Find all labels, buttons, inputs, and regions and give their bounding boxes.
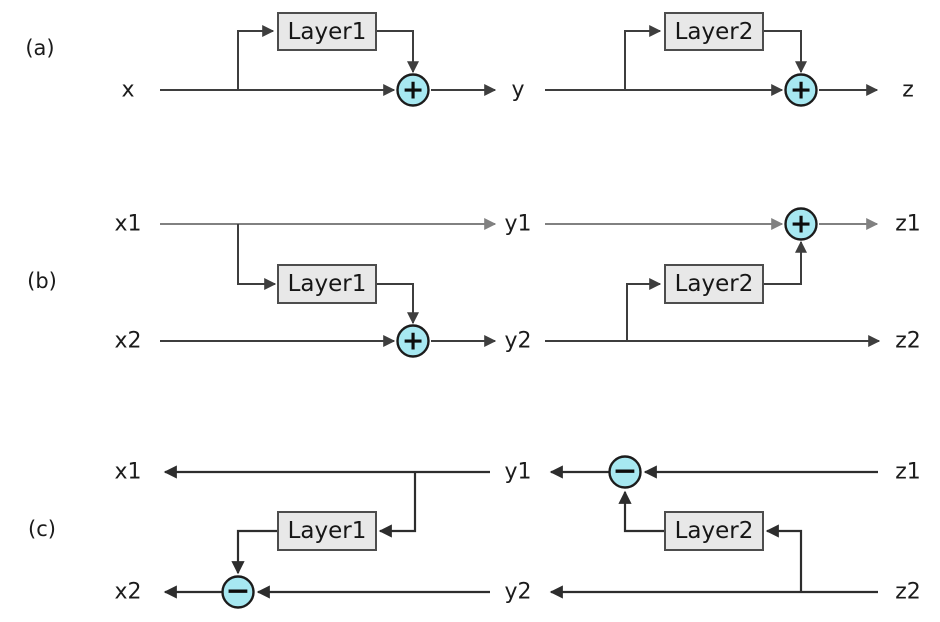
row-c-reversible-inverse: (c) x1 x2 Layer1 Layer2 − − y1 y2 z1 z2	[28, 454, 921, 609]
layer2-box	[664, 264, 764, 304]
layer2-box	[664, 511, 764, 551]
connector-layer1-to-sum1	[376, 283, 419, 325]
layer2-box	[664, 12, 764, 51]
terminal-z: z	[902, 78, 914, 103]
layer1-box	[277, 264, 377, 304]
minus-symbol: −	[225, 574, 250, 609]
branch-y2-to-layer2	[626, 278, 662, 341]
layer1-label: Layer1	[288, 271, 367, 297]
row-b-reversible-forward: (b) x1 x2 Layer1 Layer2 + + y1 y2 z1 z2	[27, 207, 921, 358]
terminal-y1: y1	[504, 460, 531, 485]
row-tag: (c)	[28, 517, 56, 541]
terminal-z1: z1	[895, 460, 921, 485]
layer2-label: Layer2	[675, 271, 754, 297]
terminal-z2: z2	[895, 580, 921, 605]
layer1-label: Layer1	[288, 19, 367, 45]
layer1-label: Layer1	[288, 518, 367, 544]
terminal-y2: y2	[504, 580, 531, 605]
minus-node-icon	[608, 455, 642, 489]
plus-symbol: +	[402, 75, 425, 106]
branch-y-to-layer2	[624, 25, 662, 90]
terminal-y1: y1	[504, 212, 531, 237]
branch-x1-to-layer1	[237, 224, 277, 290]
terminal-x1: x1	[114, 212, 141, 237]
row-tag: (a)	[25, 36, 54, 60]
plus-node-icon	[396, 73, 430, 107]
terminal-y: y	[511, 78, 524, 103]
connector-layer1-to-sum1	[376, 30, 419, 74]
branch-y1-to-layer1	[378, 472, 417, 538]
connector-layer1-to-minus1	[231, 529, 278, 575]
plus-symbol: +	[790, 75, 813, 106]
terminal-z2: z2	[895, 329, 921, 354]
plus-node-icon	[784, 207, 818, 241]
plus-node-icon	[784, 73, 818, 107]
plus-symbol: +	[790, 209, 813, 240]
terminal-x: x	[121, 78, 134, 103]
layer1-box	[277, 12, 377, 51]
minus-symbol: −	[612, 454, 637, 489]
branch-x-to-layer1	[237, 25, 275, 90]
branch-z2-to-layer2	[765, 524, 803, 592]
layer2-label: Layer2	[675, 19, 754, 45]
plus-symbol: +	[402, 326, 425, 357]
terminal-x2: x2	[114, 580, 141, 605]
row-a-forward-residual: (a) x Layer1 Layer2 + + y z	[25, 12, 914, 107]
minus-node-icon	[221, 575, 255, 609]
layer1-box	[277, 511, 377, 551]
terminal-x2: x2	[114, 329, 141, 354]
terminal-y2: y2	[504, 329, 531, 354]
connector-layer2-to-minus2	[618, 490, 665, 533]
layer2-label: Layer2	[675, 518, 754, 544]
terminal-z1: z1	[895, 212, 921, 237]
plus-node-icon	[396, 324, 430, 358]
terminal-x1: x1	[114, 460, 141, 485]
connector-layer2-to-sum2	[763, 30, 807, 74]
connector-layer2-to-sum2	[763, 240, 807, 285]
row-tag: (b)	[27, 269, 57, 293]
